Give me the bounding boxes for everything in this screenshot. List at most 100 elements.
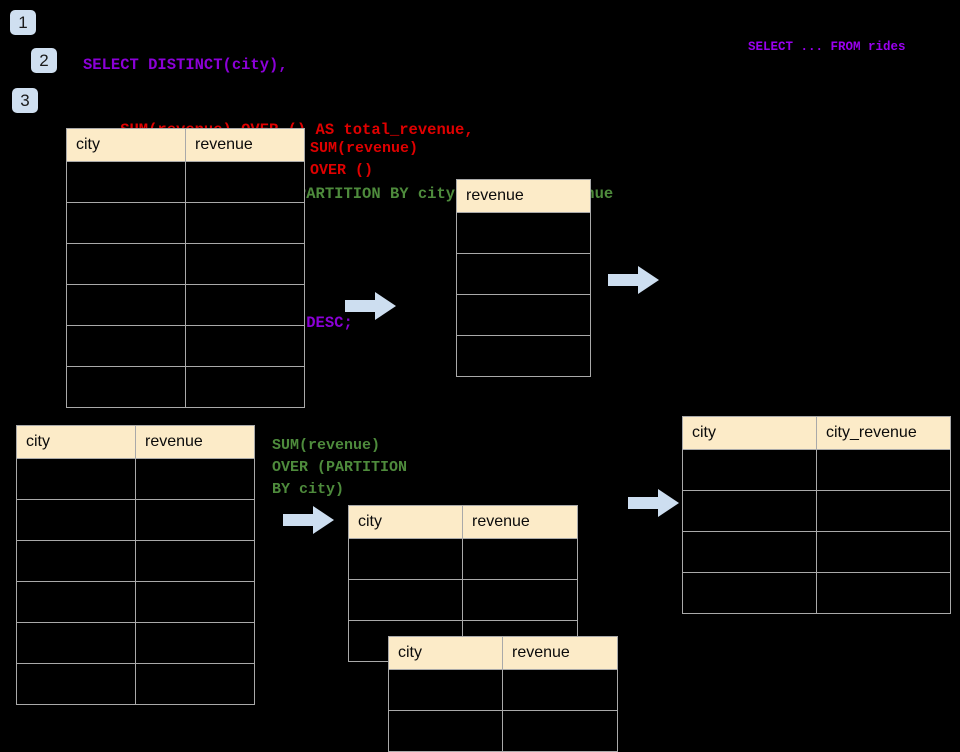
table-cell — [135, 663, 255, 705]
partition-table-back: city revenue — [348, 505, 578, 662]
table-row — [66, 243, 305, 285]
table-row — [16, 581, 255, 623]
table-row — [682, 531, 951, 573]
column-header-city: city — [388, 636, 503, 670]
table-cell — [185, 161, 305, 203]
column-header-city: city — [66, 128, 186, 162]
table-cell — [502, 669, 618, 711]
table-cell — [348, 538, 463, 580]
table-row — [16, 540, 255, 582]
table-cell — [456, 294, 591, 336]
table-row — [682, 449, 951, 491]
table-row — [16, 499, 255, 541]
table-cell — [462, 579, 578, 621]
final-result-table: city city_revenue — [682, 416, 951, 614]
arrow-source-to-partition — [283, 506, 334, 534]
total-revenue-annotation: SUM(revenue) OVER () — [310, 140, 419, 179]
table-cell — [66, 325, 186, 367]
arrow-right-icon — [608, 266, 659, 294]
arrow-source-to-total — [345, 292, 396, 320]
arrow-total-to-result — [608, 266, 659, 294]
table-row — [456, 335, 591, 377]
table-row — [66, 202, 305, 244]
rides-source-table-bottom: city revenue — [16, 425, 255, 705]
table-row — [66, 284, 305, 326]
table-row — [682, 572, 951, 614]
column-header-revenue: revenue — [456, 179, 591, 213]
table-cell — [456, 335, 591, 377]
column-header-revenue: revenue — [135, 425, 255, 459]
partition-table-front: city revenue — [388, 636, 618, 752]
table-cell — [16, 581, 136, 623]
table-header-row: city city_revenue — [682, 416, 951, 450]
table-cell — [682, 531, 817, 573]
table-cell — [456, 212, 591, 254]
table-cell — [388, 710, 503, 752]
table-cell — [816, 490, 951, 532]
table-cell — [66, 366, 186, 408]
table-cell — [135, 581, 255, 623]
table-row — [456, 294, 591, 336]
table-row — [348, 579, 578, 621]
table-row — [66, 325, 305, 367]
table-row — [16, 458, 255, 500]
total-revenue-table: revenue — [456, 179, 591, 377]
table-row — [388, 669, 618, 711]
table-cell — [135, 499, 255, 541]
table-cell — [185, 202, 305, 244]
table-cell — [16, 622, 136, 664]
table-row — [682, 490, 951, 532]
table-cell — [135, 540, 255, 582]
table-header-row: revenue — [456, 179, 591, 213]
table-row — [388, 710, 618, 752]
table-cell — [185, 243, 305, 285]
arrow-right-icon — [345, 292, 396, 320]
column-header-city: city — [16, 425, 136, 459]
arrow-partition-to-result — [628, 489, 679, 517]
table-row — [66, 161, 305, 203]
table-cell — [135, 458, 255, 500]
table-cell — [682, 490, 817, 532]
table-cell — [66, 202, 186, 244]
table-cell — [66, 161, 186, 203]
table-header-row: city revenue — [388, 636, 618, 670]
table-row — [456, 212, 591, 254]
step-badge-1: 1 — [10, 10, 36, 35]
table-cell — [16, 458, 136, 500]
column-header-revenue: revenue — [462, 505, 578, 539]
table-cell — [66, 243, 186, 285]
table-cell — [185, 325, 305, 367]
table-row — [16, 622, 255, 664]
arrow-right-icon — [283, 506, 334, 534]
table-cell — [816, 449, 951, 491]
table-header-row: city revenue — [348, 505, 578, 539]
table-cell — [185, 366, 305, 408]
table-cell — [185, 284, 305, 326]
table-cell — [682, 449, 817, 491]
city-revenue-annotation: SUM(revenue) OVER (PARTITION BY city) — [272, 437, 408, 498]
table-cell — [456, 253, 591, 295]
column-header-city-revenue: city_revenue — [816, 416, 951, 450]
sql-line-select: SELECT DISTINCT(city), — [83, 56, 288, 74]
table-cell — [135, 622, 255, 664]
table-row — [66, 366, 305, 408]
table-row — [456, 253, 591, 295]
table-cell — [66, 284, 186, 326]
table-cell — [816, 531, 951, 573]
select-from-rides-note: SELECT ... FROM rides — [748, 40, 906, 54]
step-badge-3: 3 — [12, 88, 38, 113]
column-header-city: city — [348, 505, 463, 539]
arrow-right-icon — [628, 489, 679, 517]
column-header-city: city — [682, 416, 817, 450]
table-header-row: city revenue — [16, 425, 255, 459]
table-header-row: city revenue — [66, 128, 305, 162]
table-row — [16, 663, 255, 705]
table-cell — [348, 579, 463, 621]
table-cell — [682, 572, 817, 614]
table-cell — [16, 663, 136, 705]
step-badge-2: 2 — [31, 48, 57, 73]
table-cell — [388, 669, 503, 711]
rides-source-table-top: city revenue — [66, 128, 305, 408]
table-cell — [16, 540, 136, 582]
table-cell — [816, 572, 951, 614]
